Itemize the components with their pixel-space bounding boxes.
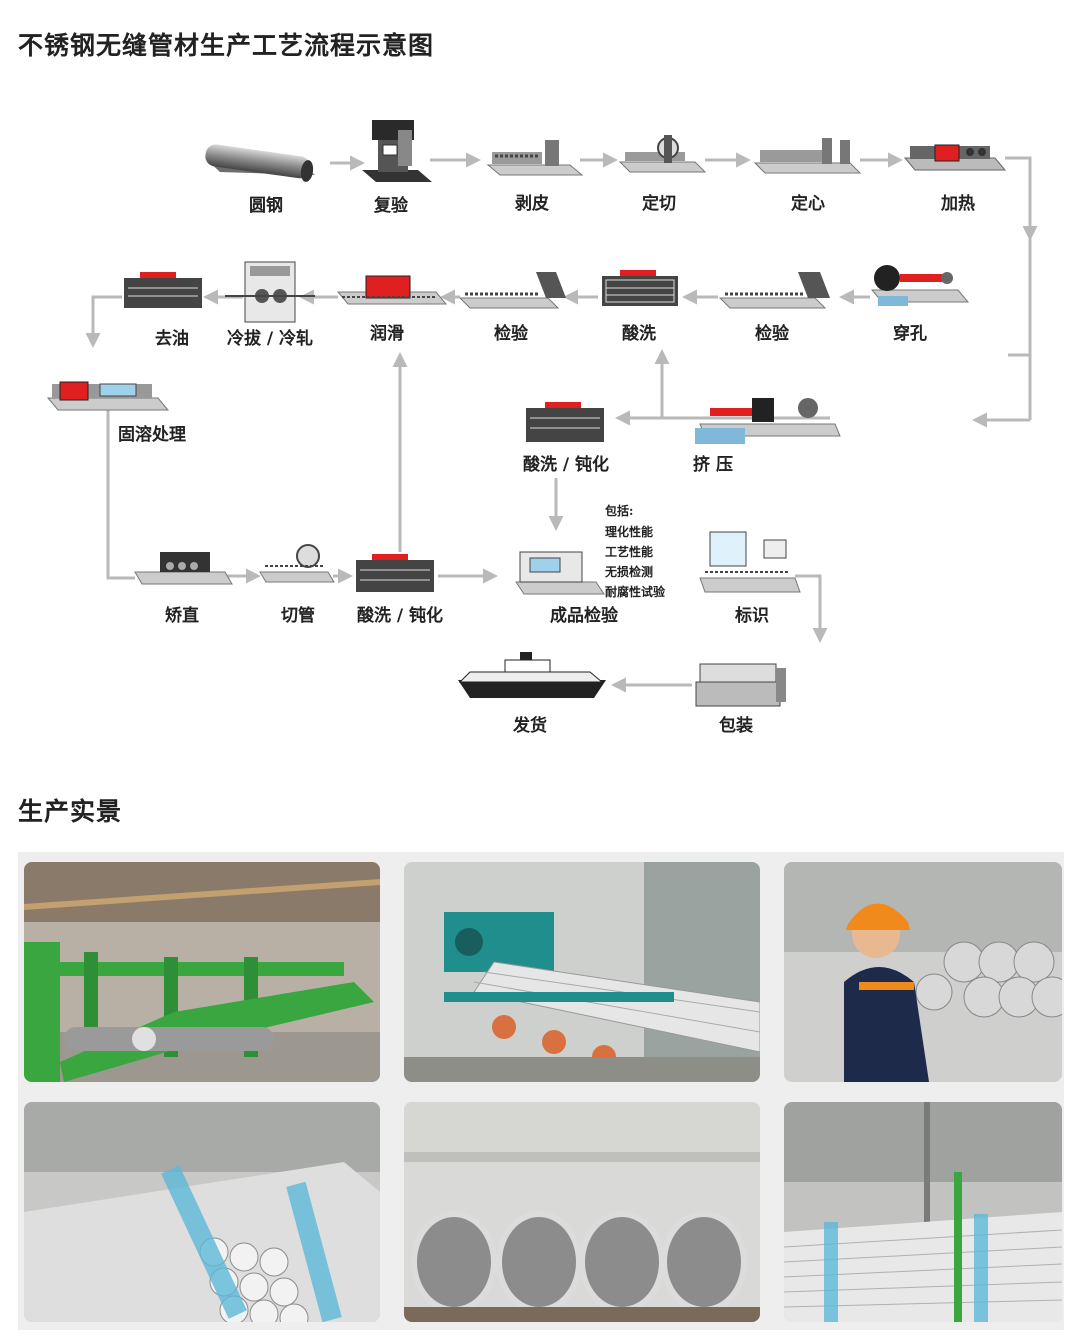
inspection-bench-icon-1 [458, 272, 566, 309]
step-label-shipping: 发货 [512, 715, 547, 736]
final-inspection-instrument-icon [515, 551, 605, 595]
production-photo [784, 862, 1062, 1082]
centering-machine-icon [753, 138, 862, 174]
production-photo [24, 1102, 380, 1322]
marking-machine-icon [699, 531, 801, 593]
extrusion-press-icon [695, 398, 841, 444]
step-label-pipe-cutting: 切管 [281, 605, 315, 626]
production-photo [404, 862, 760, 1082]
inspection-note-item: 无损检测 [604, 564, 653, 579]
heating-furnace-icon [903, 144, 1007, 171]
step-label-piercing: 穿孔 [893, 323, 927, 344]
inspection-note-item: 耐腐性试验 [605, 584, 666, 599]
step-label-extrusion: 挤 压 [693, 454, 733, 475]
pickling-passivation-tank-icon-1 [526, 402, 604, 442]
step-label-centering: 定心 [791, 193, 825, 214]
pickling-passivation-tank-icon-2 [356, 554, 434, 592]
pickling-tank-icon [602, 270, 678, 306]
inspection-note-item: 工艺性能 [605, 544, 653, 559]
cutting-machine-icon [618, 135, 707, 173]
step-label-final-inspection: 成品检验 [550, 605, 619, 626]
step-label-cold-drawing: 冷拔 / 冷轧 [227, 328, 313, 349]
round-bar-icon [205, 144, 315, 182]
step-label-cutting: 定切 [642, 193, 676, 214]
step-label-inspection-1: 检验 [494, 323, 529, 344]
package-icon [695, 663, 786, 707]
step-label-pickling: 酸洗 [622, 323, 656, 344]
step-label-heating: 加热 [940, 193, 975, 214]
inspection-note-item: 理化性能 [605, 524, 653, 539]
step-label-marking: 标识 [735, 605, 769, 626]
lubrication-icon [336, 275, 448, 305]
process-flow-diagram: 圆钢 复验 剥皮 定切 定心 加热 穿孔 检验 酸洗 检验 润滑 冷拔 / 冷轧… [46, 120, 1038, 736]
step-label-solution-treatment: 固溶处理 [118, 424, 186, 445]
peeling-machine-icon [486, 140, 584, 176]
step-label-degreasing: 去油 [155, 328, 189, 349]
photos-section-title: 生产实景 [18, 797, 123, 826]
step-label-straightening: 矫直 [165, 605, 199, 626]
inspection-note: 包括: 理化性能 工艺性能 无损检测 耐腐性试验 [604, 503, 666, 599]
production-photo [404, 1102, 760, 1322]
step-label-packaging: 包装 [719, 715, 753, 736]
step-labels: 圆钢 复验 剥皮 定切 定心 加热 穿孔 检验 酸洗 检验 润滑 冷拔 / 冷轧… [118, 193, 975, 736]
diagram-title: 不锈钢无缝管材生产工艺流程示意图 [18, 31, 435, 60]
production-photo [24, 862, 380, 1082]
step-label-inspection-2: 检验 [755, 323, 790, 344]
step-label-retest: 复验 [373, 195, 409, 216]
step-label-peeling: 剥皮 [515, 193, 549, 214]
production-photo [784, 1102, 1062, 1322]
step-label-pickling-passivation-1: 酸洗 / 钝化 [523, 454, 609, 475]
pipe-cutting-machine-icon [259, 544, 335, 583]
step-label-lubrication: 润滑 [370, 323, 404, 344]
production-photo-grid [18, 852, 1064, 1330]
inspection-note-heading: 包括: [604, 503, 633, 518]
step-label-pickling-passivation-2: 酸洗 / 钝化 [357, 605, 443, 626]
retest-machine-icon [362, 120, 432, 182]
straightening-machine-icon [134, 552, 233, 585]
degreasing-tank-icon [124, 272, 202, 308]
step-label-round-bar: 圆钢 [249, 195, 283, 216]
ship-icon [458, 652, 606, 698]
solution-treatment-furnace-icon [46, 381, 170, 411]
inspection-bench-icon-2 [718, 272, 830, 309]
cold-drawing-mill-icon [225, 261, 315, 323]
piercing-machine-icon [870, 265, 970, 306]
